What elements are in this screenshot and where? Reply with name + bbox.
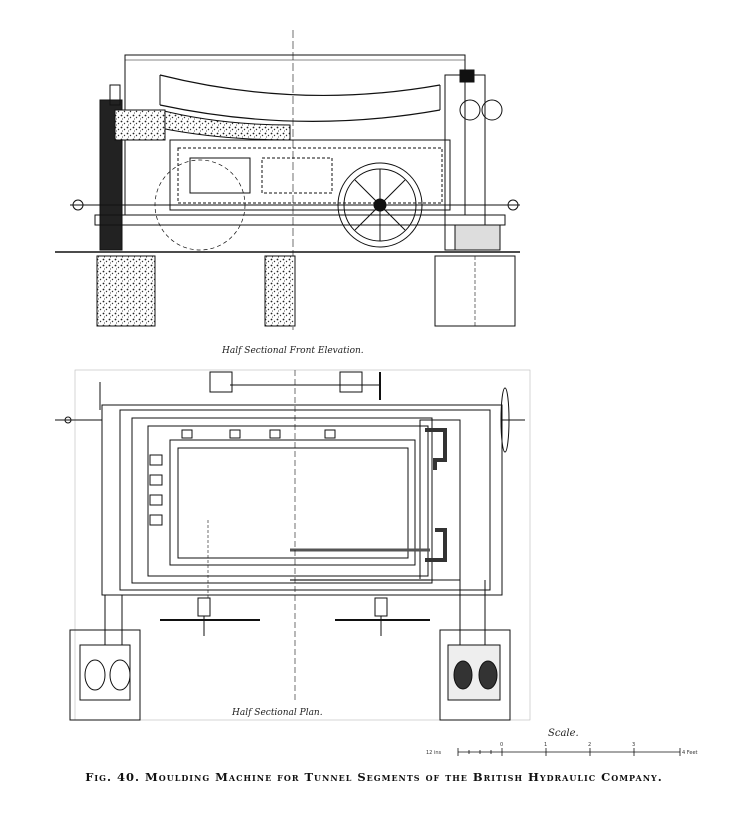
scale-label: Scale. xyxy=(548,728,579,739)
elevation-label: Half Sectional Front Elevation. xyxy=(222,346,364,356)
scale-bar xyxy=(457,748,681,756)
front-elevation-drawing xyxy=(55,30,520,330)
scale-start-label: 12 ins xyxy=(426,750,442,756)
scale-tick-label: 2 xyxy=(588,742,591,748)
scale-tick-label: 0 xyxy=(500,742,503,748)
plan-label: Half Sectional Plan. xyxy=(232,708,323,718)
sectional-plan-drawing xyxy=(55,369,531,721)
figure-caption: Fig. 40. Moulding Machine for Tunnel Seg… xyxy=(85,770,663,784)
scale-tick-label: 1 xyxy=(544,742,547,748)
scale-end-label: 4 Feet xyxy=(682,750,698,756)
scale-tick-label: 3 xyxy=(632,742,635,748)
